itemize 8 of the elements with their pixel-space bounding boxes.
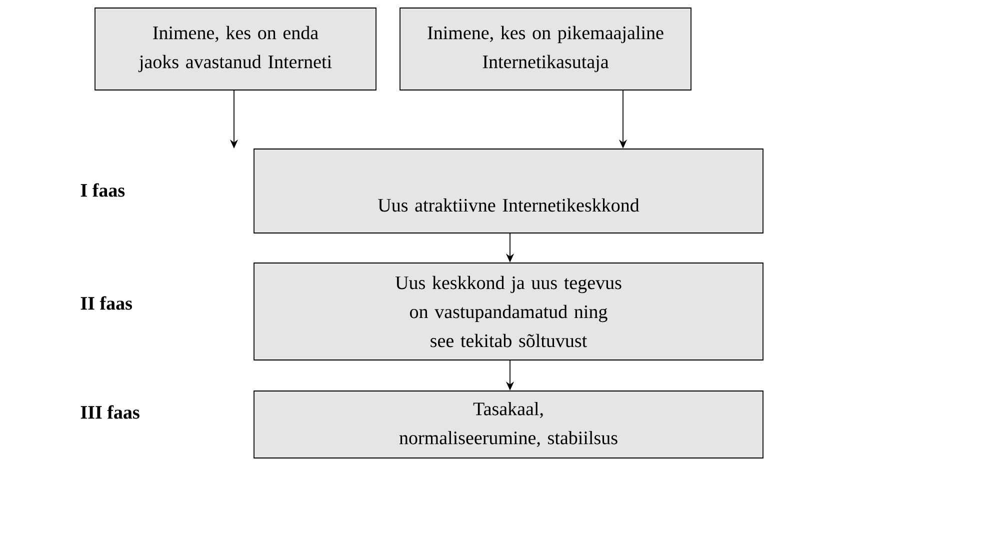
process-box: Uus atraktiivne Internetikeskkond bbox=[254, 148, 764, 234]
process-box: Inimene, kes on enda jaoks avastanud Interneti bbox=[94, 8, 376, 90]
process-box: Uus keskkond ja uus tegevus on vastupandamatud ning see tekitab sõltuvust bbox=[254, 262, 764, 360]
phase-label: I faas bbox=[80, 183, 125, 197]
process-box: Tasakaal, normaliseerumine, stabiilsus bbox=[254, 390, 764, 458]
phase-label: II faas bbox=[80, 296, 132, 310]
phase-label: III faas bbox=[80, 405, 140, 419]
process-box: Inimene, kes on pikemaajaline Internetikasutaja bbox=[400, 8, 692, 90]
